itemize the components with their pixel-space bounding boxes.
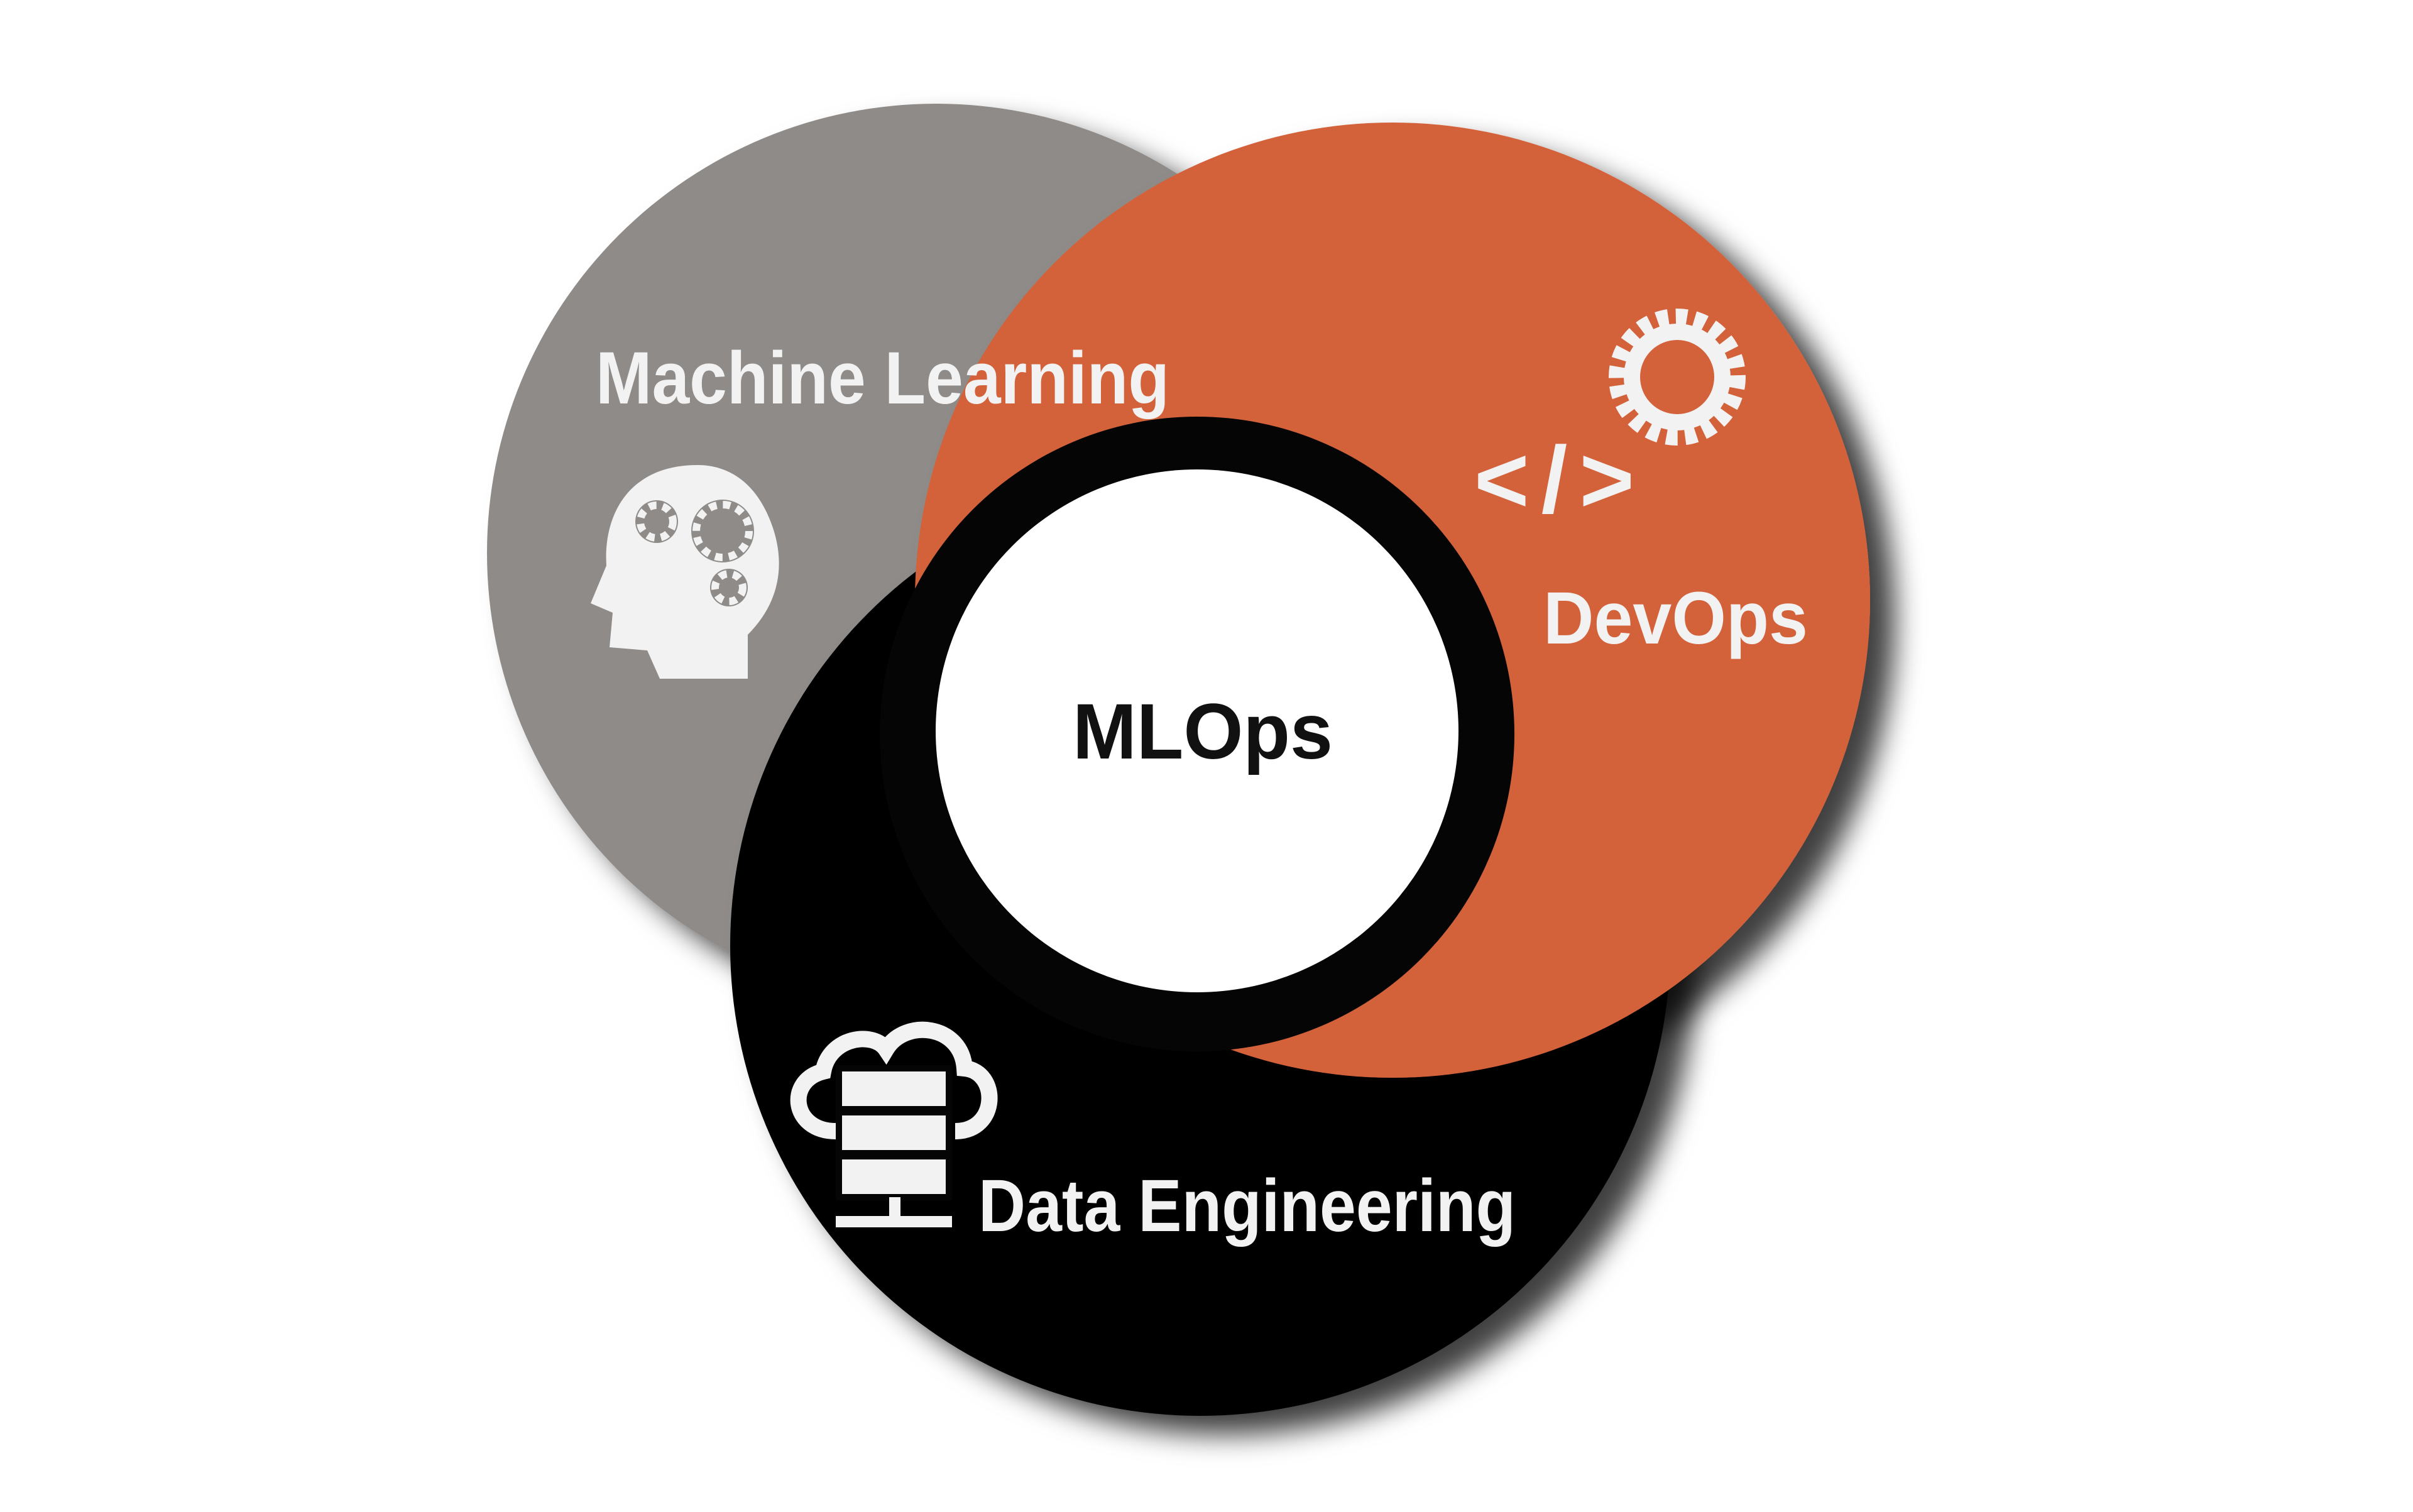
cloud-server-icon: [790, 1021, 998, 1227]
mlops-label: MLOps: [1073, 688, 1333, 775]
devops-label: DevOps: [1543, 577, 1808, 660]
machine-learning-label: Machine Learning: [596, 337, 1169, 420]
mlops-center-circle: [936, 469, 1458, 992]
code-icon: </>: [1474, 427, 1634, 532]
data-engineering-label: Data Engineering: [978, 1164, 1516, 1247]
head-gears-icon: [591, 465, 779, 679]
gear-icon: [1609, 309, 1746, 446]
